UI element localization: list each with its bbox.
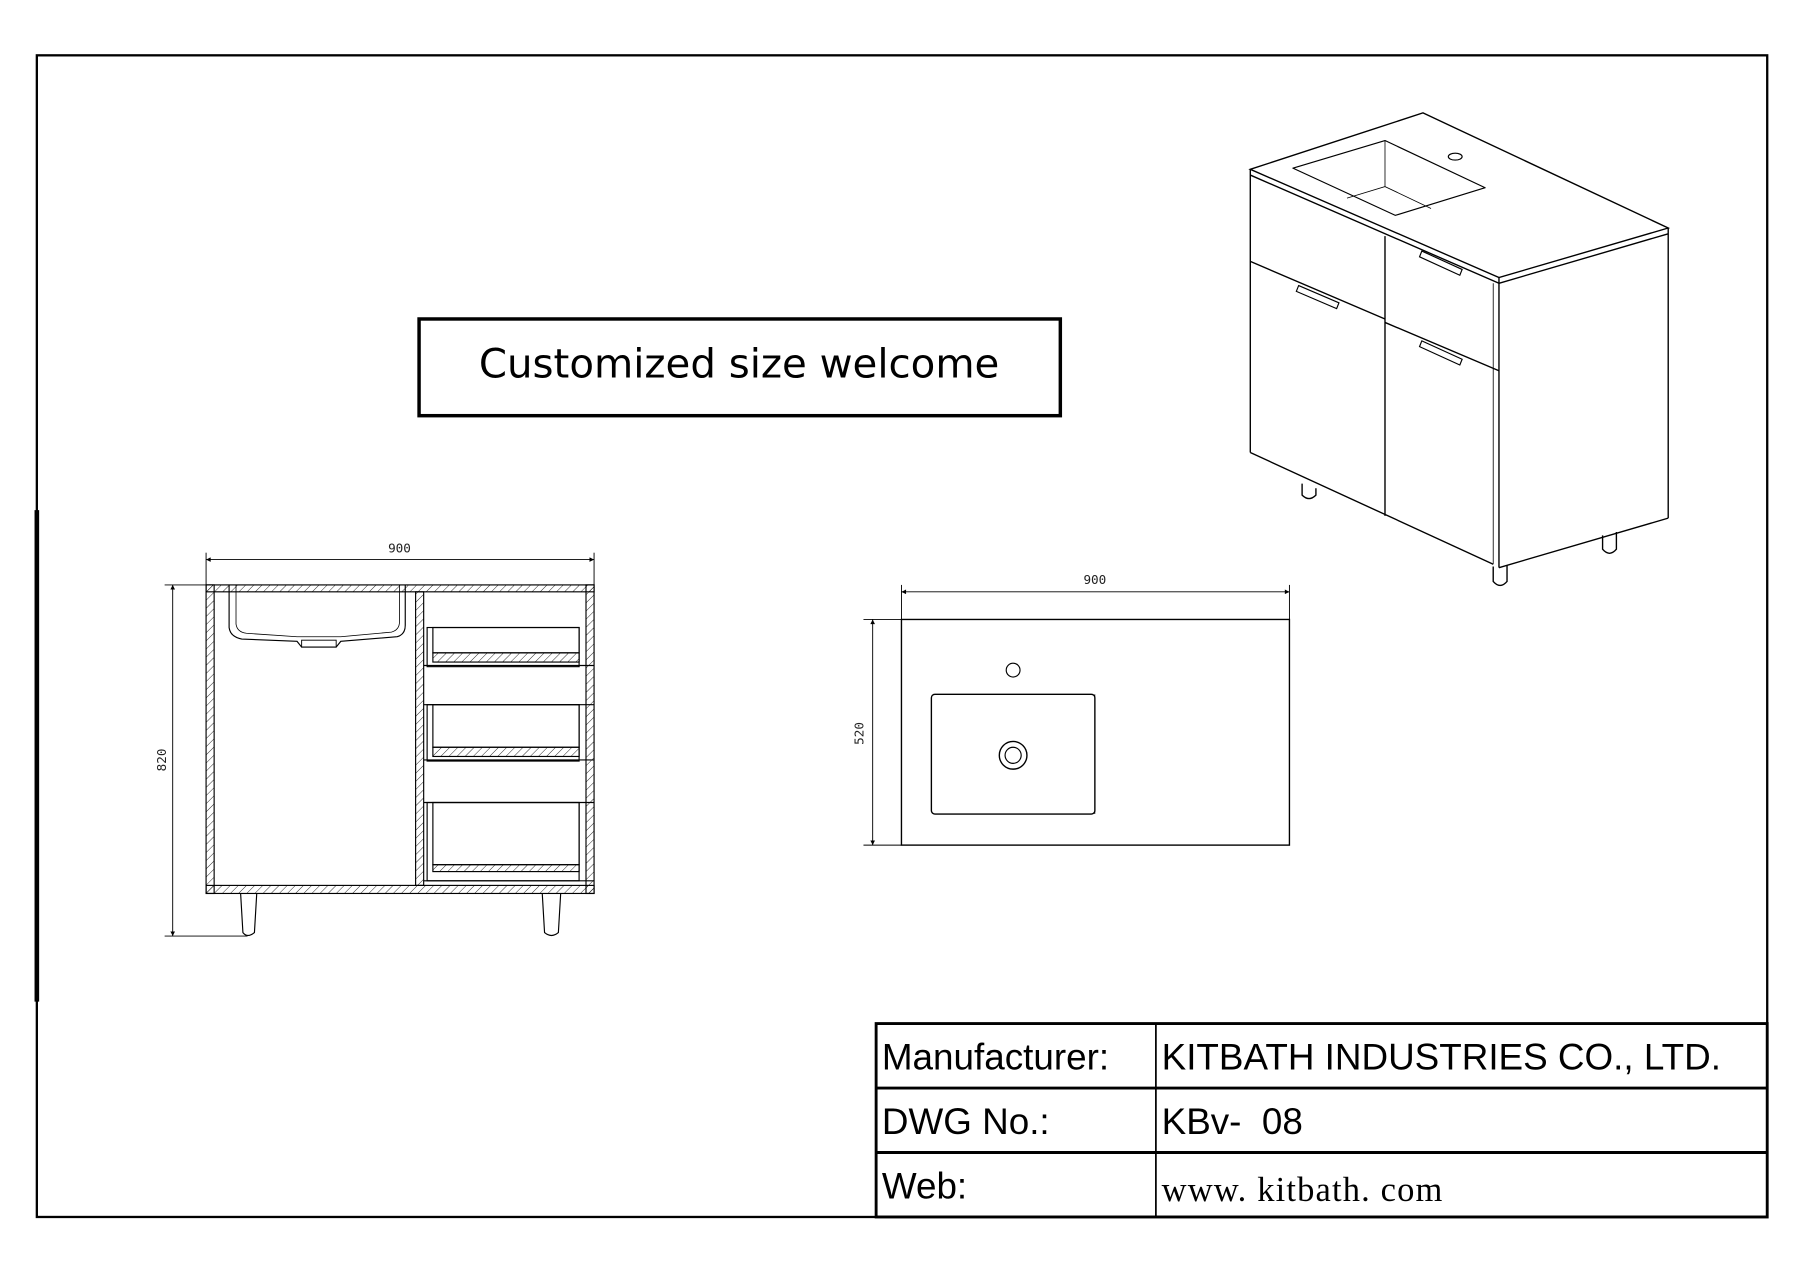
top-view: 900 520 xyxy=(851,572,1291,846)
faucet-hole xyxy=(1447,152,1463,161)
manufacturer-value: KITBATH INDUSTRIES CO., LTD. xyxy=(1162,1037,1721,1078)
leg xyxy=(1601,531,1618,554)
drain xyxy=(998,740,1028,770)
faucet-hole xyxy=(1005,662,1021,678)
dwg-no-label: DWG No.: xyxy=(882,1101,1050,1142)
top-width-dimension: 900 xyxy=(1083,572,1106,587)
isometric-view xyxy=(1248,112,1671,587)
leg xyxy=(240,893,258,937)
leg xyxy=(1492,565,1508,587)
custom-size-banner: Customized size welcome xyxy=(417,317,1063,418)
manufacturer-label: Manufacturer: xyxy=(882,1037,1109,1078)
dwg-no-value: KBv- 08 xyxy=(1162,1101,1303,1142)
title-block: Manufacturer: KITBATH INDUSTRIES CO., LT… xyxy=(874,1022,1769,1219)
top-depth-dimension: 520 xyxy=(851,722,866,745)
web-value: www. kitbath. com xyxy=(1162,1171,1444,1209)
leg xyxy=(1301,483,1317,500)
front-height-dimension: 820 xyxy=(154,748,169,771)
banner-text: Customized size welcome xyxy=(479,341,999,388)
web-label: Web: xyxy=(882,1166,967,1207)
front-section-view: 900 820 xyxy=(154,541,595,937)
leg xyxy=(541,893,562,937)
front-width-dimension: 900 xyxy=(388,541,411,556)
